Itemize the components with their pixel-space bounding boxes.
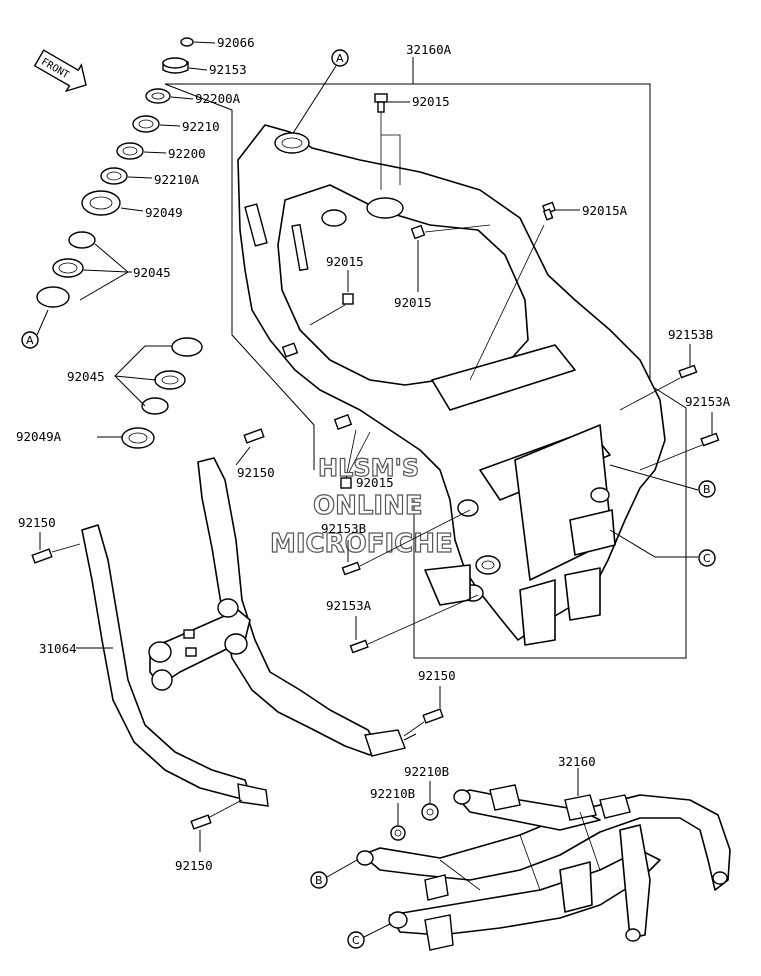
bearing-92045-lower-race xyxy=(171,337,203,357)
label-92153A-center: 92153A xyxy=(326,598,372,613)
locknut-92210A xyxy=(100,167,128,185)
bolt-92015-top: 92015 xyxy=(374,93,450,190)
callout-b-subframe xyxy=(310,871,328,889)
engine-mount-bracket xyxy=(148,598,251,691)
bolt-92150-mid: 92150 xyxy=(403,668,456,737)
label-92150-mid: 92150 xyxy=(418,668,456,683)
svg-text:B: B xyxy=(315,874,323,887)
label-92210: 92210 xyxy=(182,119,220,134)
label-92153B-right: 92153B xyxy=(668,327,713,342)
bolt-92015-center: 92015 xyxy=(340,429,394,490)
steering-head-upper xyxy=(274,132,310,154)
frame-bore xyxy=(366,197,404,219)
label-92066: 92066 xyxy=(217,35,255,50)
label-31064: 31064 xyxy=(39,641,77,656)
callout-b-frame xyxy=(698,480,716,498)
bolt-92015A: 92015A xyxy=(469,201,628,381)
bolt-92015-left: 92015 xyxy=(309,254,364,326)
nut-92210B-lower: 92210B xyxy=(370,786,415,841)
locknut-92210 xyxy=(132,115,160,133)
label-32160A: 32160A xyxy=(406,42,452,57)
front-arrow-icon: FRONT xyxy=(33,49,87,93)
callout-c-frame xyxy=(698,549,716,567)
bolt-92153A-center: 92153A xyxy=(326,594,479,654)
svg-text:C: C xyxy=(703,552,711,565)
label-92015-top: 92015 xyxy=(412,94,450,109)
label-92200: 92200 xyxy=(168,146,206,161)
label-92049: 92049 xyxy=(145,205,183,220)
washer-92200A xyxy=(145,88,171,104)
label-92150-left: 92150 xyxy=(18,515,56,530)
label-92200A: 92200A xyxy=(195,91,241,106)
down-tube-right-end xyxy=(364,729,406,757)
label-92045-top: 92045 xyxy=(133,265,171,280)
down-tube-left-end xyxy=(237,783,269,807)
cap-92066 xyxy=(180,37,194,47)
label-92015-right: 92015 xyxy=(394,295,432,310)
label-92210B-upper: 92210B xyxy=(404,764,449,779)
svg-text:A: A xyxy=(336,52,344,65)
label-92150-top: 92150 xyxy=(237,465,275,480)
nut-92210B-upper: 92210B xyxy=(404,764,449,821)
label-92015-left: 92015 xyxy=(326,254,364,269)
lower-bracket-left xyxy=(424,564,471,606)
watermark: HLSM'S ONLINE MICROFICHE xyxy=(269,453,453,559)
bolt-92153B-center: 92153B xyxy=(321,509,471,576)
bolt-92150-top: 92150 xyxy=(235,428,275,480)
steering-stack: 92066 92153 92200A 92210 92200 92210A 92… xyxy=(16,35,255,449)
label-92150-bottom: 92150 xyxy=(175,858,213,873)
svg-text:ONLINE: ONLINE xyxy=(313,491,423,521)
callout-a-top xyxy=(331,49,349,67)
seal-92049 xyxy=(81,190,121,216)
callout-a-left xyxy=(21,331,39,349)
svg-text:A: A xyxy=(26,334,34,347)
frame-boss xyxy=(321,209,347,227)
bearing-92045-lower-cup xyxy=(141,397,169,415)
label-92210A: 92210A xyxy=(154,172,200,187)
main-frame-group: 32160A A xyxy=(164,42,687,659)
sub-frame-32160 xyxy=(356,784,731,951)
svg-text:HLSM'S: HLSM'S xyxy=(318,454,419,482)
bolt-92015-right: 92015 xyxy=(394,224,491,310)
label-32160: 32160 xyxy=(558,754,596,769)
washer-92200 xyxy=(116,142,144,160)
lower-bracket-center xyxy=(519,579,556,646)
bearing-race-lower xyxy=(36,286,70,308)
bolt-92153B-right: 92153B xyxy=(619,327,713,411)
lower-bracket-right xyxy=(564,567,601,621)
rear-bracket xyxy=(569,509,616,556)
seal-92049A xyxy=(121,427,155,449)
label-92153A-right: 92153A xyxy=(685,394,731,409)
bearing-92045-upper xyxy=(52,258,84,278)
label-92015-center: 92015 xyxy=(356,475,394,490)
bolt-92150-bottom: 92150 xyxy=(175,799,243,873)
label-92045-mid: 92045 xyxy=(67,369,105,384)
label-92210B-lower: 92210B xyxy=(370,786,415,801)
label-92153: 92153 xyxy=(209,62,247,77)
bearing-race-upper xyxy=(68,231,96,249)
bolt-92153A-right: 92153A xyxy=(639,394,731,471)
label-92015A: 92015A xyxy=(582,203,628,218)
pivot-boss-5 xyxy=(590,487,610,503)
label-92049A: 92049A xyxy=(16,429,62,444)
cross-member-upper xyxy=(431,344,576,411)
pivot-boss-1 xyxy=(457,499,479,517)
callout-c-subframe xyxy=(347,931,365,949)
bolt-92150-left: 92150 xyxy=(18,515,81,564)
bearing-92045-lower xyxy=(154,370,186,390)
pivot-boss-2 xyxy=(475,555,501,575)
svg-text:C: C xyxy=(352,934,360,947)
label-92153B-center: 92153B xyxy=(321,521,366,536)
svg-text:B: B xyxy=(703,483,711,496)
